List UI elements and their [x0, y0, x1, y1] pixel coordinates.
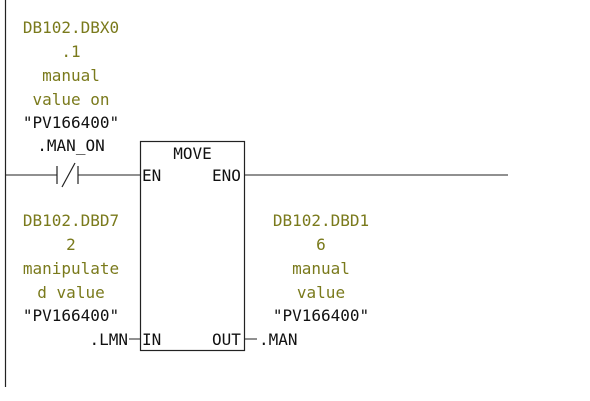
input-member: .LMN [89, 330, 128, 349]
contact-comment-line1: manual [42, 66, 100, 85]
input-comment-line2: d value [37, 283, 105, 302]
contact-address-line2: .1 [61, 42, 81, 61]
move-block[interactable] [139, 140, 246, 352]
output-comment-line1: manual [292, 259, 350, 278]
output-member: .MAN [259, 330, 298, 349]
input-address-line1: DB102.DBD7 [22, 211, 120, 230]
pin-in-label: IN [142, 330, 162, 349]
pin-out-label: OUT [212, 330, 241, 349]
contact-address-line1: DB102.DBX0 [22, 18, 120, 37]
output-symbol: "PV166400" [272, 306, 370, 325]
contact-comment-line2: value on [32, 90, 110, 109]
pin-en-label: EN [142, 166, 162, 185]
input-comment-line1: manipulate [22, 259, 120, 278]
contact-member: .MAN_ON [37, 136, 105, 155]
input-symbol: "PV166400" [22, 306, 120, 325]
output-address-line1: DB102.DBD1 [272, 211, 370, 230]
contact-symbol: "PV166400" [22, 113, 120, 132]
block-title: MOVE [173, 144, 212, 163]
input-address-line2: 2 [66, 235, 76, 254]
normally-closed-contact[interactable] [56, 162, 79, 188]
pin-eno-label: ENO [212, 166, 241, 185]
output-comment-line2: value [296, 283, 346, 302]
output-address-line2: 6 [316, 235, 326, 254]
